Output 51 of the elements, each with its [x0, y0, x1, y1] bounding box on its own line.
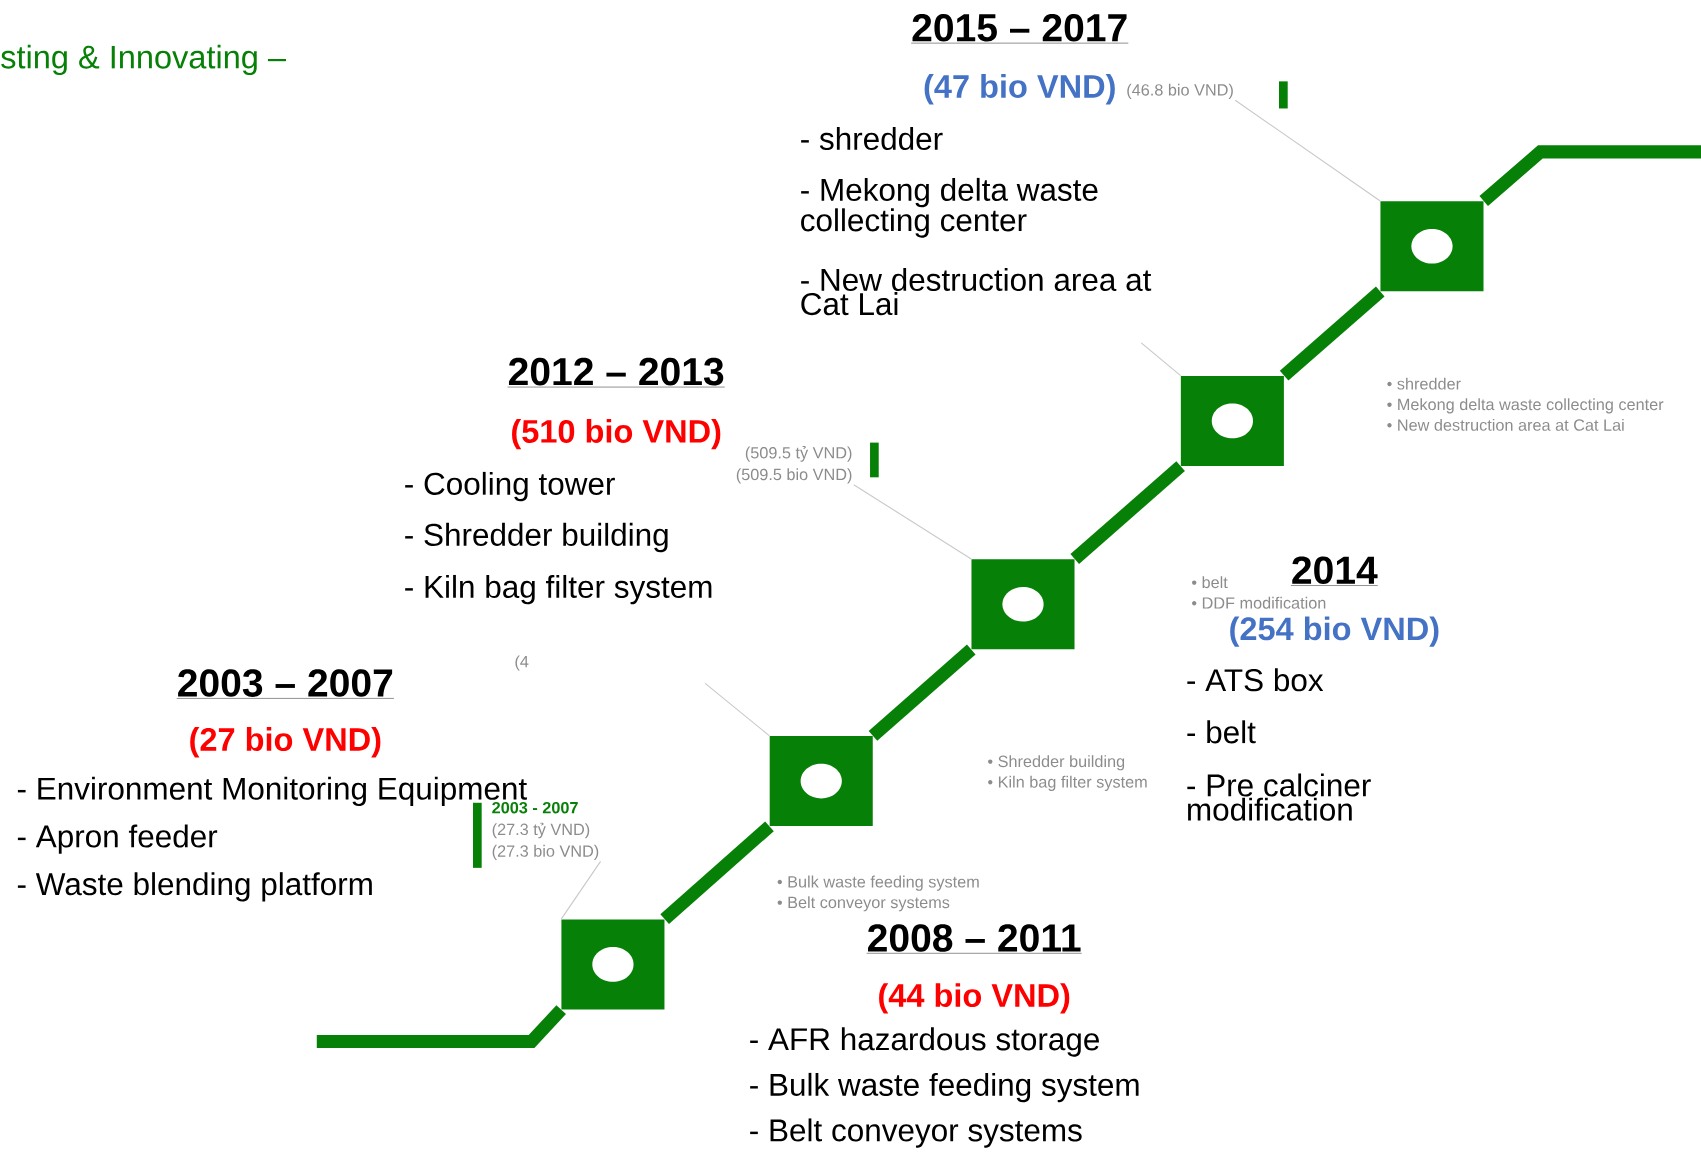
timeline-line	[1279, 286, 1385, 381]
project-item: - Shredder building	[405, 522, 668, 553]
timeline-line	[660, 821, 774, 924]
project-item: - Cooling tower	[405, 471, 615, 502]
project-item: - shredder	[801, 126, 943, 150]
period-heading: 2015 – 2017	[910, 13, 1129, 44]
faded-note: (509.5 tỷ VND) (509.5 bio VND)	[736, 446, 852, 484]
milestone-box	[1380, 201, 1484, 292]
budget-amount: (47 bio VND)	[924, 74, 1115, 105]
leader-line	[853, 484, 972, 560]
leader-line	[1234, 99, 1381, 202]
faded-text: • shredder	[1387, 377, 1461, 390]
period-heading: 2008 – 2011	[866, 924, 1082, 954]
timeline-line	[316, 1005, 566, 1048]
project-item: - belt	[1187, 720, 1256, 744]
project-item: - AFR hazardous storage	[750, 1027, 1099, 1057]
project-item: - Bulk waste feeding system	[750, 1072, 1139, 1103]
project-item: - Waste blending platform	[17, 872, 372, 902]
leader-line	[704, 682, 770, 737]
project-item: - ATS box	[1187, 668, 1324, 692]
faded-text: • Shredder building	[988, 755, 1125, 771]
project-item: - Pre calciner modification	[1187, 773, 1371, 821]
faded-text: • New destruction area at Cat Lai	[1387, 418, 1624, 431]
milestone-box	[1180, 375, 1284, 466]
milestone-box	[971, 559, 1075, 650]
budget-amount: (27 bio VND)	[190, 727, 381, 758]
timeline-line	[868, 644, 976, 741]
faded-text: • Kiln bag filter system	[988, 775, 1147, 791]
period-heading: 2003 – 2007	[176, 669, 395, 699]
project-item: - Kiln bag filter system	[405, 574, 712, 605]
faded-text: • Belt conveyor systems	[777, 896, 950, 912]
timeline-line	[1479, 145, 1701, 206]
project-item: - Mekong delta waste collecting center	[801, 177, 1098, 238]
project-item: - Apron feeder	[17, 824, 218, 854]
budget-amount: (510 bio VND)	[512, 418, 721, 450]
milestone-box	[769, 736, 873, 826]
faded-text: (4	[515, 655, 529, 671]
period-heading: 2012 – 2013	[507, 357, 725, 388]
project-item: - Belt conveyor systems	[750, 1118, 1082, 1148]
leader-line	[1140, 342, 1182, 377]
faded-text: • DDF modification	[1192, 596, 1326, 609]
leader-line	[560, 860, 602, 920]
budget-amount: (254 bio VND)	[1230, 616, 1439, 647]
faded-text: • Mekong delta waste collecting center	[1387, 398, 1664, 414]
milestone-box	[561, 919, 665, 1010]
timeline-line	[1070, 461, 1185, 564]
period-heading: 2014	[1290, 556, 1378, 586]
faded-note: (46.8 bio VND)	[1127, 83, 1233, 99]
subtitle: sting & Innovating –	[1, 44, 286, 75]
budget-amount: (44 bio VND)	[879, 983, 1070, 1014]
faded-text: • belt	[1192, 576, 1228, 589]
